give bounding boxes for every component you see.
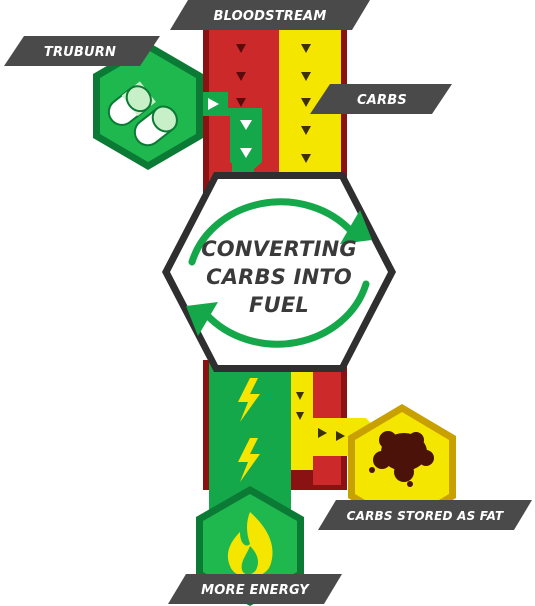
label-energy: MORE ENERGY — [168, 574, 342, 604]
down-arrow-icon — [236, 98, 246, 107]
down-arrow-icon — [296, 392, 304, 400]
label-carbs-text: CARBS — [357, 93, 407, 108]
down-arrow-icon — [301, 44, 311, 53]
right-arrow-icon — [208, 98, 219, 110]
flame-icon — [227, 512, 273, 578]
fat-hexagon — [348, 404, 456, 530]
arrow-marks-red — [236, 44, 246, 107]
down-arrow-icon — [296, 412, 304, 420]
conversion-hexagon — [162, 172, 396, 372]
cycle-arrowhead-icon — [340, 210, 372, 244]
label-carbs: CARBS — [310, 84, 452, 114]
truburn-arrow-marks — [208, 98, 252, 158]
down-arrow-icon — [301, 72, 311, 81]
pills-icon — [107, 81, 178, 147]
right-arrow-icon — [318, 428, 327, 438]
label-fat: CARBS STORED AS FAT — [318, 500, 532, 530]
label-bloodstream: BLOODSTREAM — [170, 0, 370, 30]
down-arrow-icon — [301, 154, 311, 163]
label-bloodstream-text: BLOODSTREAM — [214, 9, 327, 24]
label-fat-text: CARBS STORED AS FAT — [347, 509, 504, 523]
arrow-marks-fat — [296, 392, 345, 441]
cycle-arrowhead-icon — [186, 302, 218, 336]
down-arrow-icon — [240, 148, 252, 158]
energy-bolts — [238, 378, 260, 482]
lightning-icon — [238, 438, 260, 482]
arrow-marks-yellow — [301, 44, 311, 163]
truburn-hexagon — [93, 42, 203, 170]
center-title-line1: CONVERTING — [201, 237, 357, 261]
down-arrow-icon — [236, 72, 246, 81]
down-arrow-icon — [301, 98, 311, 107]
lightning-icon — [238, 378, 260, 422]
fat-blob-icon — [369, 431, 434, 487]
right-arrow-icon — [336, 431, 345, 441]
down-arrow-icon — [301, 126, 311, 135]
label-truburn-text: TRUBURN — [44, 45, 116, 60]
label-truburn: TRUBURN — [4, 36, 160, 66]
label-energy-text: MORE ENERGY — [201, 583, 310, 598]
down-arrow-icon — [240, 120, 252, 130]
cycle-arrows-icon — [188, 198, 370, 348]
center-title-line2: CARBS INTO — [206, 265, 352, 289]
center-title-line3: FUEL — [249, 293, 309, 317]
down-arrow-icon — [236, 44, 246, 53]
